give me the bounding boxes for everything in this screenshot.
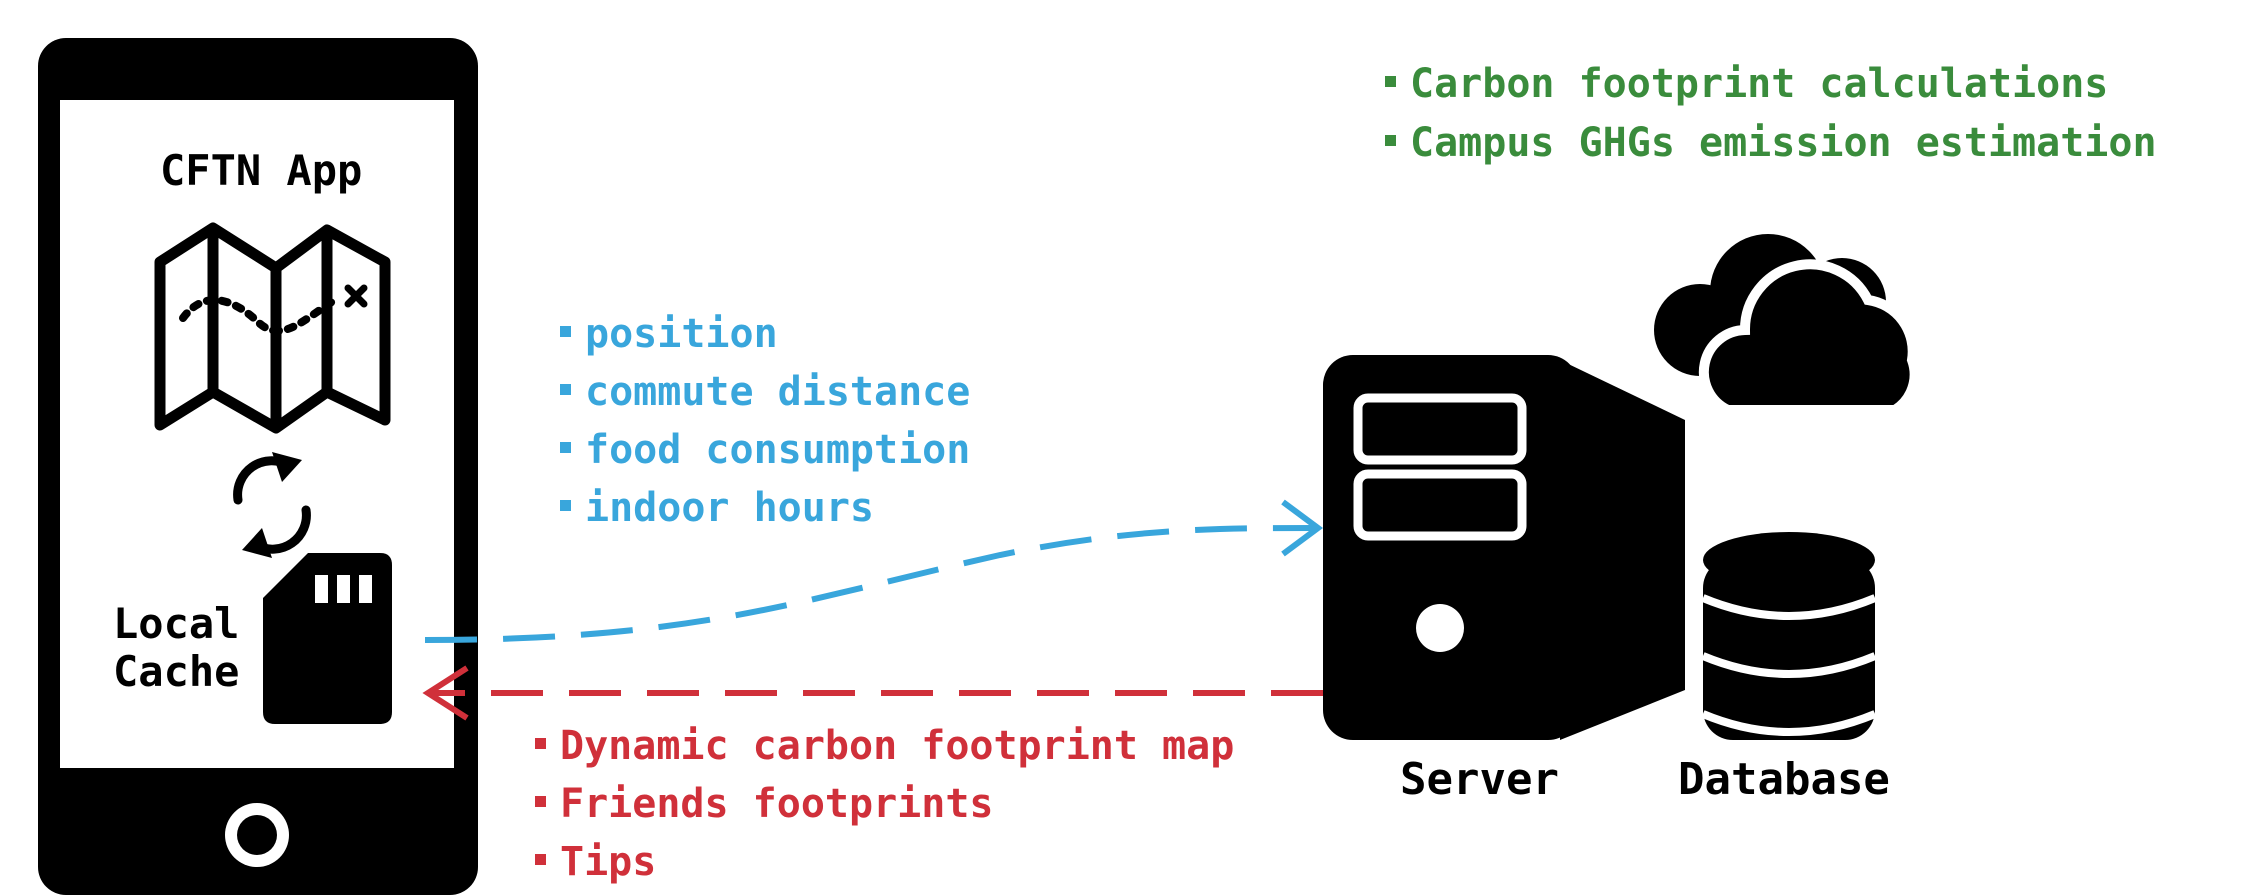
server-task-item: Campus GHGs emission estimation <box>1385 123 2157 163</box>
download-arrow <box>422 665 1323 721</box>
download-item: Tips <box>535 842 656 882</box>
database-label: Database <box>1678 754 1890 805</box>
database-icon <box>1701 532 1877 740</box>
server-tower-icon <box>1323 355 1685 740</box>
download-item: Dynamic carbon footprint map <box>535 726 1234 766</box>
sync-arrows-icon <box>233 452 311 558</box>
cloud-icon <box>1654 234 1920 415</box>
download-item: Friends footprints <box>535 784 993 824</box>
folded-map-icon <box>154 222 391 434</box>
app-title: CFTN App <box>160 146 363 195</box>
server-task-item: Carbon footprint calculations <box>1385 64 2108 104</box>
server-label: Server <box>1400 754 1559 805</box>
upload-item: commute distance <box>560 372 970 412</box>
upload-arrow <box>424 499 1324 643</box>
upload-item: indoor hours <box>560 488 874 528</box>
sd-card-icon <box>263 553 392 724</box>
local-cache-label: Local Cache <box>113 599 240 696</box>
upload-item: position <box>560 314 778 354</box>
upload-item: food consumption <box>560 430 970 470</box>
